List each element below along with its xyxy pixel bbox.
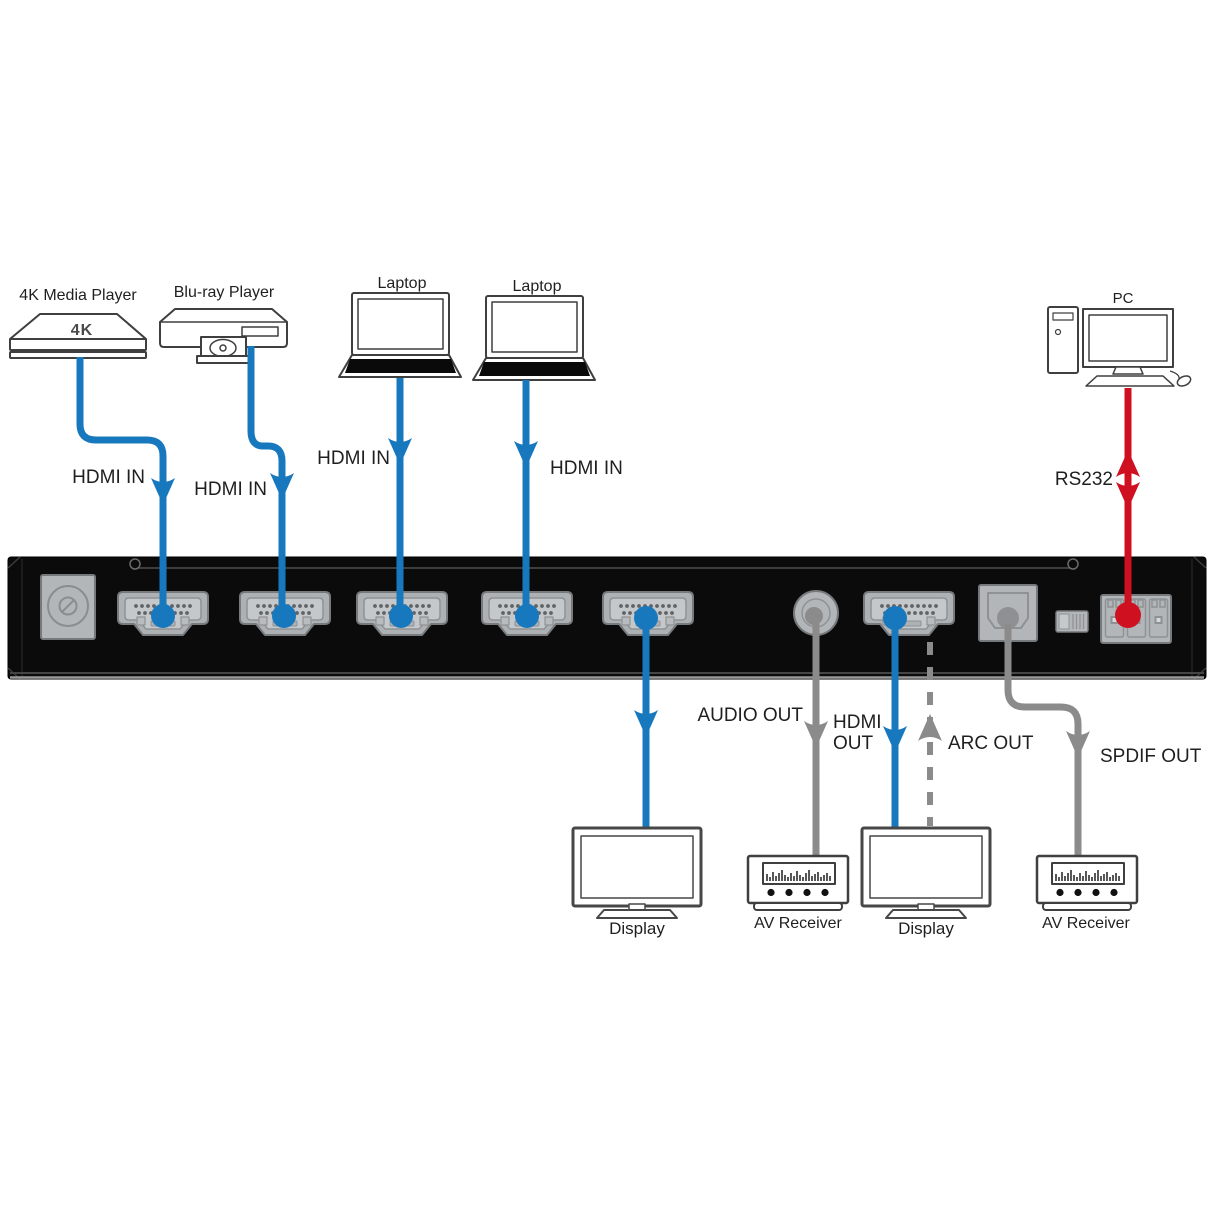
panel-screw-hole-right xyxy=(1067,558,1079,570)
arrow-down-icon xyxy=(388,438,412,465)
hdmi-in-4-label: HDMI IN xyxy=(550,458,623,479)
rs232-line xyxy=(1115,388,1141,628)
hdmi-out-line-2 xyxy=(883,606,907,828)
media-player-badge: 4K xyxy=(71,322,93,339)
hdmi-in-line-1 xyxy=(76,357,175,628)
hdmi-out-label: HDMI OUT xyxy=(833,712,882,755)
laptop-2-label: Laptop xyxy=(512,278,562,295)
hdmi-in-line-3 xyxy=(388,378,413,628)
display-2-label: Display xyxy=(898,919,954,938)
hdmi-in-1-label: HDMI IN xyxy=(72,467,145,488)
hdmi-in-3-label: HDMI IN xyxy=(317,448,390,469)
av-receiver-2-label: AV Receiver xyxy=(1042,915,1130,932)
spdif-out-line xyxy=(1004,624,1090,856)
arrow-down-icon xyxy=(634,710,658,737)
arrow-down-icon xyxy=(883,726,907,753)
rs232-label: RS232 xyxy=(1054,469,1113,490)
hdmi-in-2-label: HDMI IN xyxy=(194,479,267,500)
audio-out-label: AUDIO OUT xyxy=(697,705,803,726)
arrow-up-icon xyxy=(1116,450,1140,477)
media-player-label: 4K Media Player xyxy=(19,287,137,304)
arrow-up-icon xyxy=(918,714,942,741)
av-receiver-1-label: AV Receiver xyxy=(754,915,842,932)
display-icon-2 xyxy=(860,826,992,919)
laptop-icon-1 xyxy=(338,292,462,378)
hdmi-out-line-1 xyxy=(634,606,658,828)
rear-panel xyxy=(7,556,1207,680)
laptop-1-label: Laptop xyxy=(377,275,427,292)
av-receiver-icon-2 xyxy=(1035,854,1139,911)
audio-out-line xyxy=(804,614,828,856)
pc-label: PC xyxy=(1112,290,1134,307)
arrow-down-icon xyxy=(151,478,175,505)
arrow-down-icon xyxy=(514,441,538,468)
power-jack xyxy=(40,574,96,640)
bluray-player-icon xyxy=(159,308,288,364)
arc-out-label: ARC OUT xyxy=(948,733,1034,754)
av-receiver-icon-1 xyxy=(746,854,850,911)
media-player-icon: 4K xyxy=(9,313,147,359)
toslink-port xyxy=(978,584,1038,642)
laptop-icon-2 xyxy=(472,295,596,381)
hdmi-in-line-4 xyxy=(514,380,539,628)
bluray-player-label: Blu-ray Player xyxy=(173,284,275,301)
arrow-down-icon xyxy=(804,721,828,748)
pc-icon xyxy=(1047,306,1192,387)
arrow-down-icon xyxy=(1116,482,1140,509)
panel-screw-hole-left xyxy=(129,558,141,570)
display-icon-1 xyxy=(571,826,703,919)
arc-out-line xyxy=(918,642,942,826)
arrow-down-icon xyxy=(270,473,294,500)
edid-switch xyxy=(1055,610,1089,633)
spdif-out-label: SPDIF OUT xyxy=(1100,746,1202,767)
hdmi-in-line-2 xyxy=(247,346,296,628)
display-1-label: Display xyxy=(609,919,665,938)
arrow-down-icon xyxy=(1066,731,1090,758)
